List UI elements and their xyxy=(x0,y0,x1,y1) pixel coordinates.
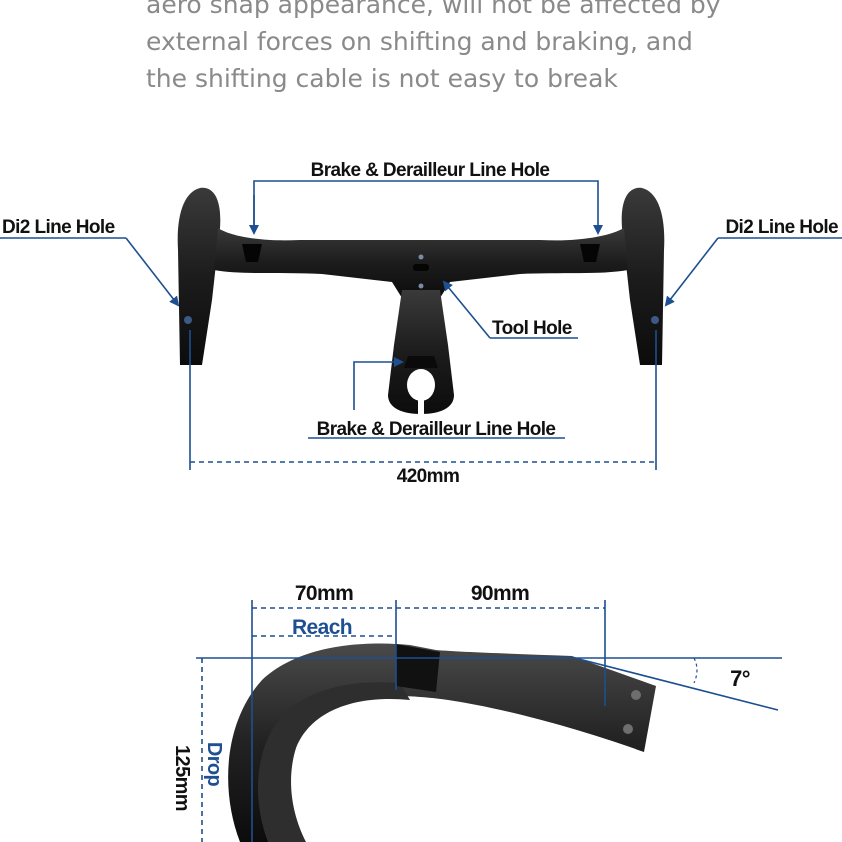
angle-value: 7° xyxy=(730,666,750,691)
label-brake-top: Brake & Derailleur Line Hole xyxy=(311,160,550,181)
handlebar-front-view xyxy=(177,187,665,414)
tool-hole-callout xyxy=(442,280,578,339)
label-di2-right: Di2 Line Hole xyxy=(725,217,838,238)
intro-line-3: the shifting cable is not easy to break xyxy=(146,64,618,93)
intro-line-2: external forces on shifting and braking,… xyxy=(146,27,693,56)
label-di2-left: Di2 Line Hole xyxy=(2,217,115,238)
label-tool-hole: Tool Hole xyxy=(492,318,572,339)
intro-text: aero snap appearance, will not be affect… xyxy=(146,0,766,97)
reach-rear-value: 90mm xyxy=(471,582,529,605)
brake-line-callout-top xyxy=(249,180,603,235)
width-dimension xyxy=(189,330,657,470)
tool-hole xyxy=(418,283,424,289)
side-bolt-top xyxy=(631,690,641,700)
reach-label: Reach xyxy=(292,616,352,639)
di2-callout-right xyxy=(664,237,842,307)
label-brake-bottom: Brake & Derailleur Line Hole xyxy=(317,419,556,440)
brake-line-hole-left xyxy=(242,244,262,262)
handlebar-side-view xyxy=(228,643,656,842)
width-value: 420mm xyxy=(397,466,460,487)
intro-line-1: aero snap appearance, will not be affect… xyxy=(146,0,721,19)
steerer-clamp-hole xyxy=(407,369,435,401)
di2-callout-left xyxy=(0,237,180,307)
di2-hole-right xyxy=(651,316,659,324)
di2-hole-left xyxy=(184,316,192,324)
side-dimensions xyxy=(196,600,782,842)
side-bolt-bottom xyxy=(623,724,633,734)
drop-label: Drop xyxy=(203,742,225,787)
brake-line-hole-right xyxy=(580,244,600,262)
reach-front-value: 70mm xyxy=(295,582,353,605)
drop-value: 125mm xyxy=(171,745,193,811)
brake-line-callout-bottom xyxy=(308,357,565,439)
